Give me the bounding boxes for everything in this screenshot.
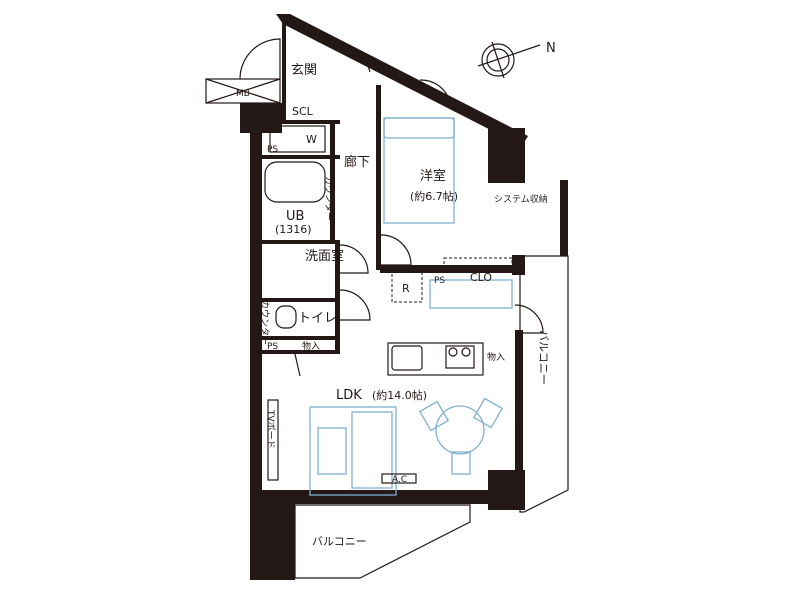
doors xyxy=(239,38,544,377)
room-label-ldk-size: (約14.0帖) xyxy=(372,388,427,402)
room-label-balcony-side: バルコニー xyxy=(537,330,550,385)
room-label-counter-1: カウンター xyxy=(323,176,334,221)
sink-icon xyxy=(391,345,423,371)
room-label-washer: W xyxy=(306,133,317,146)
room-label-mb: MB xyxy=(236,89,250,99)
bed xyxy=(383,117,455,224)
room-label-balcony-bottom: バルコニー xyxy=(312,535,367,548)
room-label-entrance: 玄関 xyxy=(291,63,317,78)
north-label: N xyxy=(546,41,556,56)
closet-rail xyxy=(443,257,513,269)
room-label-closet: CLO xyxy=(470,271,492,284)
fridge-space xyxy=(391,271,423,303)
kitchen-counter xyxy=(387,342,484,376)
room-label-ps-1: PS xyxy=(267,145,278,155)
meter-box xyxy=(205,78,281,104)
room-label-toilet: トイレ xyxy=(298,311,337,326)
room-label-ps-3: PS xyxy=(434,276,445,286)
room-label-washroom: 洗面室 xyxy=(305,248,344,264)
room-label-tv-board: TVボード xyxy=(265,409,276,449)
compass-icon: N xyxy=(477,41,556,79)
room-label-storage-1: 物入 xyxy=(302,340,320,352)
room-label-system-storage: システム収納 xyxy=(494,193,548,205)
room-label-ps-2: PS xyxy=(267,342,278,352)
room-label-counter-2: カウンター xyxy=(259,300,270,345)
stove-icon xyxy=(445,345,475,369)
room-label-ldk: LDK xyxy=(336,388,362,403)
walls xyxy=(240,14,568,580)
living-furniture xyxy=(267,397,504,496)
toilet-fixture xyxy=(275,305,297,329)
room-label-bedroom-size: (約6.7帖) xyxy=(410,189,458,203)
room-label-corridor: 廊下 xyxy=(344,154,370,170)
air-conditioner xyxy=(381,473,417,484)
room-label-bath-size: (1316) xyxy=(275,223,312,236)
washer-pan xyxy=(269,125,326,153)
room-label-bath: UB xyxy=(286,209,304,224)
room-label-scl: SCL xyxy=(292,105,314,118)
bathtub xyxy=(264,161,326,203)
room-label-fridge: R xyxy=(402,282,410,295)
room-label-ac: A.C xyxy=(392,475,407,485)
kitchen-island xyxy=(429,279,513,309)
bed-headboard xyxy=(383,117,455,139)
room-label-storage-2: 物入 xyxy=(487,351,505,363)
room-label-bedroom: 洋室 xyxy=(420,168,446,184)
